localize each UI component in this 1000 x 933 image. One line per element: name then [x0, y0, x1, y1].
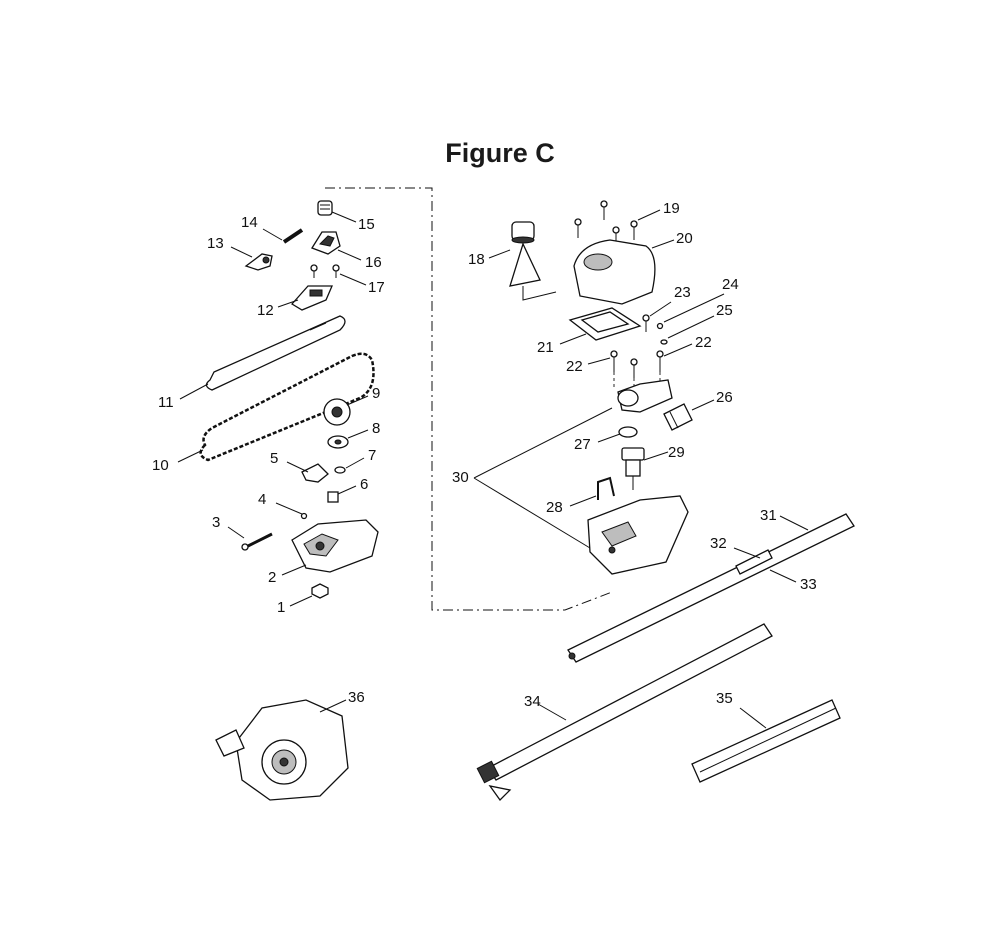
dashed-guides — [613, 372, 661, 392]
figure-title: Figure C — [445, 138, 555, 168]
callout-34: 34 — [524, 693, 541, 710]
part-20-gear-cover — [573, 239, 675, 305]
callout-6: 6 — [360, 476, 368, 493]
part-30-gear-case — [473, 407, 689, 575]
callout-14: 14 — [241, 214, 258, 231]
part-17-screws — [310, 264, 367, 286]
part-13-tensioner — [230, 246, 273, 271]
part-36-engine — [215, 699, 349, 801]
callout-23: 23 — [674, 284, 691, 301]
callout-33: 33 — [800, 576, 817, 593]
callout-12: 12 — [257, 302, 274, 319]
callout-8: 8 — [372, 420, 380, 437]
callout-31: 31 — [760, 507, 777, 524]
callout-15: 15 — [358, 216, 375, 233]
part-11-guide-bar — [179, 315, 346, 400]
part-28-tube — [569, 476, 615, 507]
part-10-saw-chain — [177, 352, 375, 463]
part-14-pin — [262, 228, 304, 244]
part-5-plate — [286, 461, 329, 483]
callout-21: 21 — [537, 339, 554, 356]
callout-1: 1 — [277, 599, 285, 616]
callout-35: 35 — [716, 690, 733, 707]
part-15-nut — [317, 200, 357, 223]
part-gear-block — [617, 379, 673, 413]
part-26-bushing — [663, 399, 715, 431]
part-3-bolt — [227, 526, 273, 551]
part-12-plate — [277, 285, 333, 311]
callout-13: 13 — [207, 235, 224, 252]
callout-26: 26 — [716, 389, 733, 406]
part-35-panel — [691, 699, 841, 783]
assembly-boundary-line — [325, 187, 613, 611]
callout-22a: 22 — [566, 358, 583, 375]
callout-16: 16 — [365, 254, 382, 271]
part-1-nut — [289, 583, 329, 607]
callout-22b: 22 — [695, 334, 712, 351]
part-7-clip — [334, 457, 365, 474]
callout-11: 11 — [158, 394, 174, 411]
part-18-cap — [488, 221, 541, 287]
callout-5: 5 — [270, 450, 278, 467]
callout-7: 7 — [368, 447, 376, 464]
callout-29: 29 — [668, 444, 685, 461]
callout-2: 2 — [268, 569, 276, 586]
part-32-label — [733, 547, 773, 575]
part-9-sprocket — [323, 395, 369, 426]
part-6-nut — [327, 485, 357, 503]
callout-30: 30 — [452, 469, 469, 486]
callout-20: 20 — [676, 230, 693, 247]
callout-27: 27 — [574, 436, 591, 453]
part-8-washer — [327, 429, 369, 449]
callout-18: 18 — [468, 251, 485, 268]
part-22-screws — [587, 343, 693, 378]
part-24-screw — [656, 293, 725, 330]
part-2-housing — [281, 519, 379, 576]
part-21-gasket — [559, 307, 642, 345]
part-4-screw — [275, 502, 308, 520]
callout-19: 19 — [663, 200, 680, 217]
callout-36: 36 — [348, 689, 365, 706]
callout-32: 32 — [710, 535, 727, 552]
part-19-screws — [574, 200, 661, 246]
callout-28: 28 — [546, 499, 563, 516]
part-23-screw — [642, 301, 672, 332]
callout-24: 24 — [722, 276, 739, 293]
dashed-link-18 — [522, 286, 557, 301]
part-33-label — [769, 569, 797, 583]
callout-10: 10 — [152, 457, 169, 474]
part-25-washer — [660, 315, 715, 345]
callout-4: 4 — [258, 491, 266, 508]
part-16-cover — [311, 231, 362, 261]
part-29-gear — [621, 447, 669, 490]
callout-9: 9 — [372, 385, 380, 402]
callout-3: 3 — [212, 514, 220, 531]
part-27-o-ring — [597, 426, 638, 443]
callout-17: 17 — [368, 279, 385, 296]
callout-25: 25 — [716, 302, 733, 319]
part-34-shaft — [476, 623, 773, 802]
